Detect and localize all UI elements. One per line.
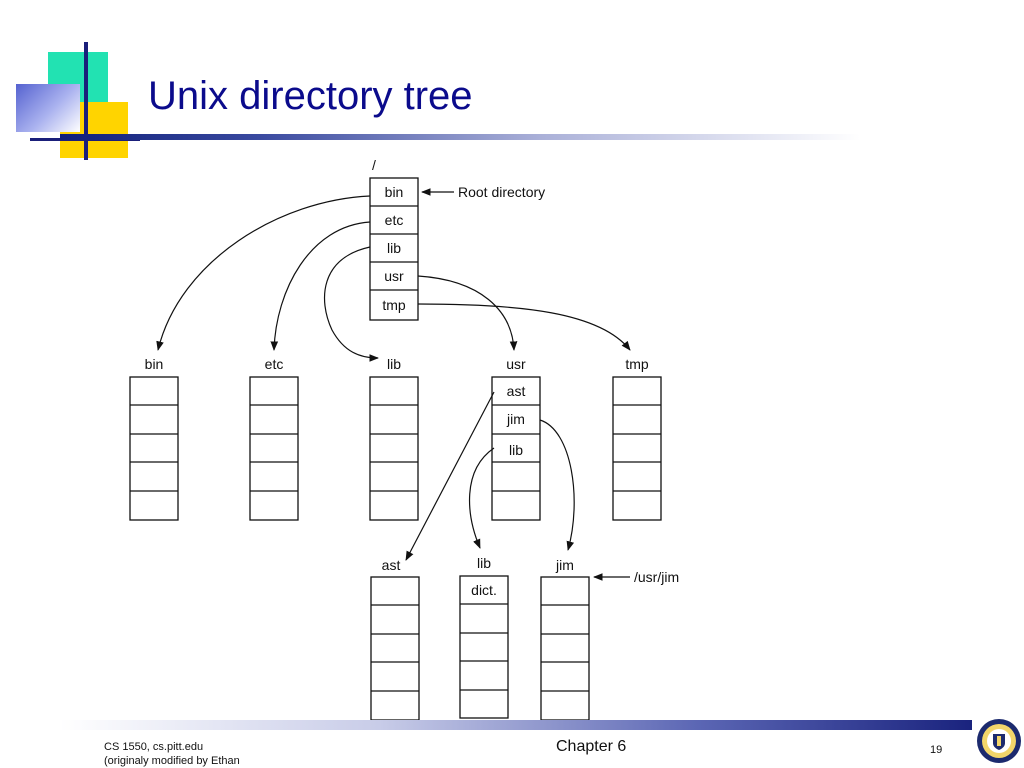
root-entry-lib: lib <box>387 240 401 256</box>
arrow-usr-jim <box>539 419 575 551</box>
grandchild-label-ast: ast <box>382 557 401 573</box>
arrow-root-etc <box>270 221 371 351</box>
child-label-lib: lib <box>387 356 401 372</box>
usr-entry-jim: jim <box>506 411 525 427</box>
root-entry-etc: etc <box>385 212 404 228</box>
root-entry-tmp: tmp <box>382 297 406 313</box>
footer-course-line2: (originaly modified by Ethan <box>104 755 240 767</box>
child-label-tmp: tmp <box>625 356 649 372</box>
root-entry-bin: bin <box>385 184 404 200</box>
usr-entry-ast: ast <box>507 383 526 399</box>
jim-annotation: /usr/jim <box>634 569 679 585</box>
dir-box-bin <box>129 376 179 521</box>
arrow-usr-lib <box>468 447 495 549</box>
root-annotation: Root directory <box>458 184 545 200</box>
dir-box-usr-lib <box>459 575 509 719</box>
dir-box-usr <box>491 376 541 521</box>
footer-chapter: Chapter 6 <box>556 738 627 755</box>
lib-entry-dict: dict. <box>471 582 497 598</box>
dir-box-lib <box>369 376 419 521</box>
slide-title: Unix directory tree <box>148 74 473 118</box>
usr-entry-lib: lib <box>509 442 523 458</box>
child-label-bin: bin <box>145 356 164 372</box>
dir-box-etc <box>249 376 299 521</box>
child-label-usr: usr <box>506 356 526 372</box>
footer-rule <box>60 720 972 730</box>
dir-box-ast <box>370 576 420 721</box>
arrow-root-bin <box>156 195 371 351</box>
dir-box-jim <box>540 576 590 721</box>
grandchild-label-lib: lib <box>477 555 491 571</box>
vertical-bar <box>84 42 88 160</box>
title-underline <box>60 134 860 140</box>
root-entry-usr: usr <box>384 268 404 284</box>
corner-decoration <box>0 40 140 170</box>
root-label: / <box>372 157 376 173</box>
grandchild-label-jim: jim <box>555 557 574 573</box>
footer-course-line1: CS 1550, cs.pitt.edu <box>104 741 204 753</box>
child-label-etc: etc <box>265 356 284 372</box>
arrow-usr-ast <box>405 391 495 561</box>
arrow-root-tmp <box>417 303 631 351</box>
arrow-root-usr <box>417 275 518 351</box>
dir-box-tmp <box>612 376 662 521</box>
blue-gradient-square <box>16 84 80 132</box>
root-directory <box>369 177 419 321</box>
arrow-root-lib <box>323 246 379 362</box>
university-seal-icon <box>977 719 1021 763</box>
page-number: 19 <box>930 744 943 756</box>
